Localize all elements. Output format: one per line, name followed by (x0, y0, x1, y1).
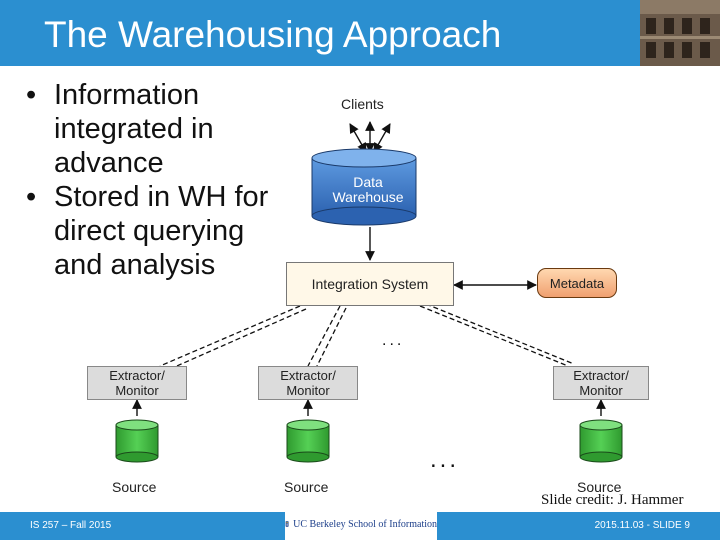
extractor-monitor-box: Extractor/ Monitor (553, 366, 649, 400)
source-label: Source (284, 479, 329, 495)
source-label: Source (112, 479, 157, 495)
bullet-text: Information integrated in advance (54, 79, 214, 179)
integration-system-box: Integration System (286, 262, 454, 306)
school-logo: UC Berkeley School of Information (285, 508, 437, 540)
source-cylinder (286, 419, 330, 463)
slide-number: 2015.11.03 - SLIDE 9 (594, 520, 690, 531)
sources-ellipsis: ... (430, 446, 460, 473)
metadata-box: Metadata (537, 268, 617, 298)
bullet-item: •Information integrated in advance (26, 79, 214, 179)
course-label: IS 257 – Fall 2015 (30, 520, 112, 531)
integration-ellipsis: ... (382, 332, 405, 349)
building-photo (640, 0, 720, 66)
clients-label: Clients (341, 96, 384, 112)
extractor-monitor-box: Extractor/ Monitor (258, 366, 358, 400)
slide-title: The Warehousing Approach (44, 14, 502, 55)
data-warehouse-cylinder (311, 148, 417, 226)
school-logo-text: UC Berkeley School of Information (293, 518, 437, 530)
source-label: Source (577, 479, 622, 495)
bullet-list: •Information integrated in advance •Stor… (26, 78, 276, 282)
source-cylinder (579, 419, 623, 463)
source-arrows (132, 399, 606, 416)
bullet-item: •Stored in WH for direct querying and an… (26, 181, 269, 281)
client-arrows (349, 121, 391, 153)
data-warehouse-label: Data Warehouse (332, 174, 404, 205)
extractor-connectors (159, 303, 575, 370)
title-bar (0, 0, 640, 66)
school-logo-icon (285, 521, 289, 527)
source-cylinder (115, 419, 159, 463)
bullet-text: Stored in WH for direct querying and ana… (54, 181, 269, 281)
extractor-monitor-box: Extractor/ Monitor (87, 366, 187, 400)
slide-credit: Slide credit: J. Hammer (541, 492, 684, 508)
